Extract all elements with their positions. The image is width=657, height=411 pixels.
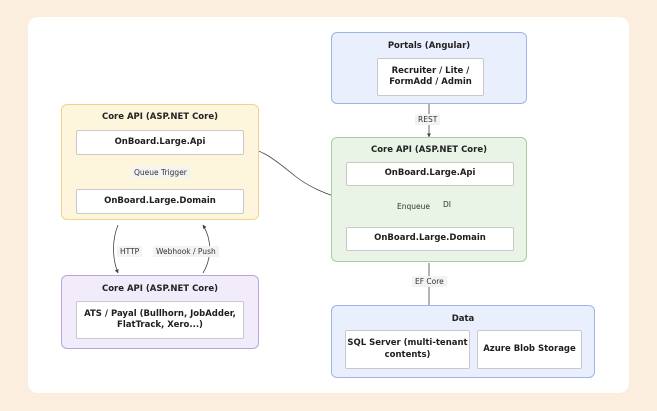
external-systems-title: Core API (ASP.NET Core) [101,284,218,294]
core-left-domain-node[interactable]: OnBoard.Large.Domain [76,189,244,214]
edge-label-rest: REST [415,114,441,125]
core-right-api-node[interactable]: OnBoard.Large.Api [346,162,514,186]
core-left-api-node[interactable]: OnBoard.Large.Api [76,130,244,155]
portals-group: Portals (Angular) Recruiter / Lite / For… [331,32,527,104]
blob-storage-node[interactable]: Azure Blob Storage [477,330,582,369]
portals-group-title: Portals (Angular) [387,41,471,51]
sql-server-node[interactable]: SQL Server (multi-tenant contents) [345,330,470,369]
wire-http [113,224,119,274]
core-api-left-group: Core API (ASP.NET Core) OnBoard.Large.Ap… [61,104,259,220]
core-api-right-group: Core API (ASP.NET Core) OnBoard.Large.Ap… [331,137,527,262]
portals-node[interactable]: Recruiter / Lite / FormAdd / Admin [377,58,484,96]
external-systems-node[interactable]: ATS / Payal (Bullhorn, JobAdder, FlatTra… [76,301,244,339]
core-right-domain-node[interactable]: OnBoard.Large.Domain [346,227,514,251]
external-systems-group: Core API (ASP.NET Core) ATS / Payal (Bul… [61,275,259,349]
edge-label-webhook: Webhook / Push [153,246,219,257]
edge-label-enqueue: Enqueue [394,201,433,212]
data-group: Data SQL Server (multi-tenant contents) … [331,305,595,378]
data-group-title: Data [451,314,475,324]
edge-label-queue-trigger: Queue Trigger [131,167,190,178]
edge-label-http: HTTP [117,246,143,257]
edge-label-ef-core: EF Core [412,276,447,287]
core-api-left-title: Core API (ASP.NET Core) [101,112,218,122]
edge-label-di: DI [440,199,454,210]
core-api-right-title: Core API (ASP.NET Core) [370,145,487,155]
